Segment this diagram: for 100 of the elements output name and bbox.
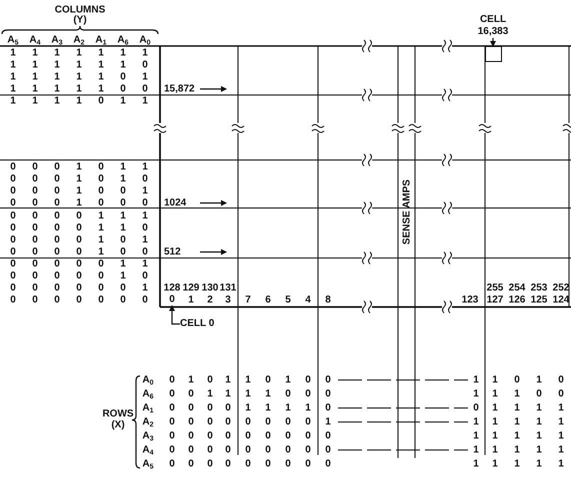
address-bit: 0 <box>54 258 60 270</box>
address-bit: 1 <box>54 48 60 58</box>
address-bit: 0 <box>142 60 148 70</box>
address-bit: 1 <box>142 282 148 294</box>
cell-number: 129 <box>182 282 200 294</box>
address-bit: 1 <box>54 96 60 106</box>
cell-number: 131 <box>220 282 236 294</box>
column-header: A$_{4}$ <box>29 34 41 46</box>
address-bit: 1 <box>76 174 82 184</box>
address-bit: 1 <box>536 458 542 470</box>
address-bit: 1 <box>285 402 291 414</box>
address-bit: 0 <box>207 444 213 456</box>
address-bit: 1 <box>473 458 479 470</box>
row-header: A$_{6}$ <box>142 388 154 400</box>
address-bit: 0 <box>98 198 104 208</box>
address-bit: 0 <box>32 246 38 258</box>
address-bit: 1 <box>473 416 479 428</box>
address-bit: 0 <box>207 458 213 470</box>
address-bit: 1 <box>245 374 251 386</box>
address-bit: 1 <box>188 374 194 386</box>
sense-amp-label: SENSE AMPS <box>401 179 412 245</box>
address-bit: 0 <box>98 186 104 196</box>
address-bit: 0 <box>54 246 60 258</box>
address-bit: 0 <box>10 258 16 270</box>
address-bit: 0 <box>10 198 16 208</box>
address-bit: 0 <box>207 416 213 428</box>
address-bit: 0 <box>32 234 38 246</box>
column-header: A$_{2}$ <box>73 34 85 46</box>
cell-number: 4 <box>305 294 311 306</box>
address-bit: 1 <box>76 96 82 106</box>
address-bit: 0 <box>54 210 60 222</box>
row-address-label: 512 <box>164 246 181 258</box>
axis-heading: ROWS <box>102 408 134 420</box>
address-bit: 1 <box>54 84 60 94</box>
address-bit: 1 <box>514 402 520 414</box>
address-bit: 0 <box>325 388 331 400</box>
cell-number: 126 <box>508 294 526 306</box>
address-bit: 0 <box>169 458 175 470</box>
address-bit: 0 <box>325 444 331 456</box>
column-header: A$_{3}$ <box>51 34 63 46</box>
address-bit: 0 <box>207 374 213 386</box>
address-bit: 1 <box>536 430 542 442</box>
address-bit: 1 <box>76 48 82 58</box>
address-bit: 0 <box>188 444 194 456</box>
address-bit: 0 <box>32 210 38 222</box>
address-bit: 0 <box>54 222 60 234</box>
address-bit: 0 <box>265 444 271 456</box>
address-bit: 0 <box>32 162 38 172</box>
cell-number: 124 <box>552 294 570 306</box>
address-bit: 1 <box>207 388 213 400</box>
address-bit: 1 <box>76 84 82 94</box>
address-bit: 0 <box>54 294 60 306</box>
column-header: A$_{0}$ <box>139 34 151 46</box>
address-bit: 0 <box>10 270 16 282</box>
row-header: A$_{5}$ <box>142 458 154 470</box>
address-bit: 0 <box>265 374 271 386</box>
address-bit: 0 <box>558 388 564 400</box>
address-bit: 0 <box>325 402 331 414</box>
address-bit: 1 <box>76 60 82 70</box>
address-bit: 0 <box>305 374 311 386</box>
address-bit: 1 <box>120 174 126 184</box>
address-bit: 0 <box>10 162 16 172</box>
address-bit: 0 <box>514 374 520 386</box>
cell-number: 5 <box>285 294 291 306</box>
address-bit: 0 <box>10 294 16 306</box>
address-bit: 1 <box>10 48 16 58</box>
address-bit: 0 <box>98 162 104 172</box>
address-bit: 0 <box>76 222 82 234</box>
address-bit: 1 <box>120 258 126 270</box>
address-bit: 0 <box>285 430 291 442</box>
address-bit: 1 <box>265 402 271 414</box>
address-bit: 1 <box>536 374 542 386</box>
address-bit: 1 <box>32 72 38 82</box>
address-bit: 1 <box>514 430 520 442</box>
address-bit: 1 <box>558 416 564 428</box>
address-bit: 0 <box>188 430 194 442</box>
address-bit: 0 <box>305 444 311 456</box>
address-bit: 0 <box>225 430 231 442</box>
row-address-label: 1024 <box>164 198 186 208</box>
axis-heading: (X) <box>111 420 125 430</box>
address-bit: 0 <box>536 388 542 400</box>
address-bit: 0 <box>120 294 126 306</box>
address-bit: 0 <box>169 416 175 428</box>
row-header: A$_{4}$ <box>142 444 154 456</box>
address-bit: 1 <box>98 246 104 258</box>
address-bit: 0 <box>285 388 291 400</box>
address-bit: 0 <box>325 458 331 470</box>
address-bit: 1 <box>98 84 104 94</box>
address-bit: 0 <box>142 294 148 306</box>
cell-number: 3 <box>225 294 231 306</box>
address-bit: 1 <box>120 48 126 58</box>
address-bit: 1 <box>120 222 126 234</box>
cell-label: CELL 16,383 <box>473 14 513 38</box>
address-bit: 0 <box>32 270 38 282</box>
column-header: A$_{1}$ <box>95 34 107 46</box>
row-header: A$_{0}$ <box>142 374 154 386</box>
address-bit: 1 <box>492 402 498 414</box>
cell-number: 128 <box>164 282 180 294</box>
address-bit: 1 <box>98 222 104 234</box>
address-bit: 0 <box>76 258 82 270</box>
